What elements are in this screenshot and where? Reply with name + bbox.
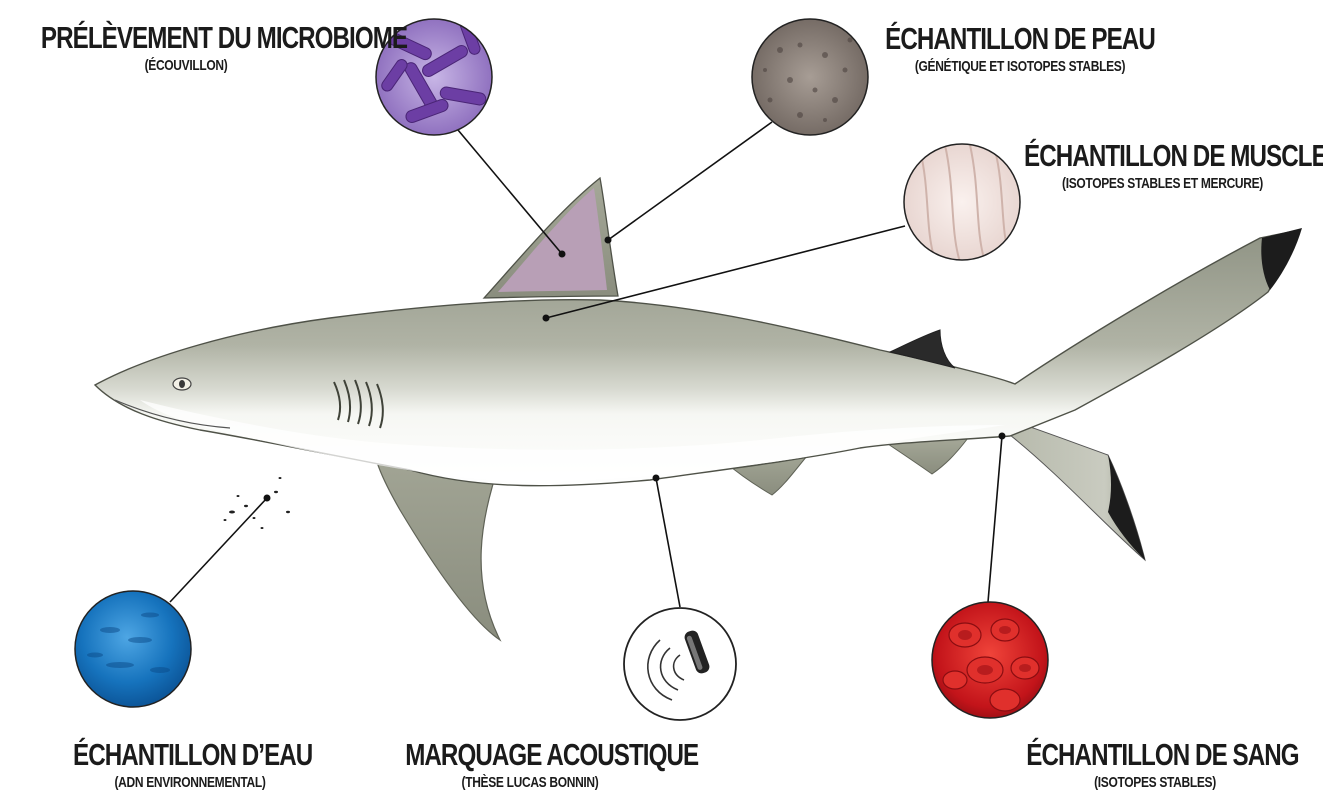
- muscle-subtitle: (ISOTOPES STABLES ET MERCURE): [1021, 175, 1305, 192]
- microbiome-subtitle: (ÉCOUVILLON): [37, 57, 335, 74]
- acoustic-subtitle: (THÈSE LUCAS BONNIN): [402, 774, 658, 791]
- acoustic-title: MARQUAGE ACOUSTIQUE: [405, 737, 655, 773]
- muscle-sample-label: ÉCHANTILLON DE MUSCLE (ISOTOPES STABLES …: [985, 138, 1323, 192]
- water-subtitle: (ADN ENVIRONNEMENTAL): [70, 774, 310, 791]
- water-sample-label: ÉCHANTILLON D’EAU (ADN ENVIRONNEMENTAL): [40, 737, 340, 791]
- water-droplets: [224, 477, 291, 529]
- red-blood-cells-icon: [932, 602, 1048, 718]
- blood-subtitle: (ISOTOPES STABLES): [1023, 774, 1287, 791]
- seawater-icon: [75, 591, 191, 707]
- acoustic-transmitter-icon: [624, 608, 736, 720]
- shark-eye: [173, 378, 191, 390]
- skin-title: ÉCHANTILLON DE PEAU: [884, 21, 1157, 57]
- microbiome-sample-label: PRÉLÈVEMENT DU MICROBIOME (ÉCOUVILLON): [0, 20, 372, 74]
- microbiome-title: PRÉLÈVEMENT DU MICROBIOME: [41, 20, 331, 56]
- skin-subtitle: (GÉNÉTIQUE ET ISOTOPES STABLES): [880, 58, 1160, 75]
- connector-water: [170, 498, 267, 602]
- connector-skin: [608, 122, 772, 240]
- connector-microbiome: [458, 130, 562, 254]
- dorsal-fin-highlight: [498, 188, 607, 292]
- acoustic-tagging-label: MARQUAGE ACOUSTIQUE (THÈSE LUCAS BONNIN): [370, 737, 690, 791]
- muscle-title: ÉCHANTILLON DE MUSCLE: [1024, 138, 1301, 174]
- skin-sample-label: ÉCHANTILLON DE PEAU (GÉNÉTIQUE ET ISOTOP…: [845, 21, 1195, 75]
- shark-illustration: [95, 178, 1302, 640]
- blood-title: ÉCHANTILLON DE SANG: [1026, 737, 1283, 773]
- connector-blood: [988, 436, 1002, 602]
- connector-acoustic: [656, 478, 680, 607]
- caudal-fin-lower: [1010, 420, 1145, 560]
- blood-sample-label: ÉCHANTILLON DE SANG (ISOTOPES STABLES): [990, 737, 1320, 791]
- water-title: ÉCHANTILLON D’EAU: [73, 737, 307, 773]
